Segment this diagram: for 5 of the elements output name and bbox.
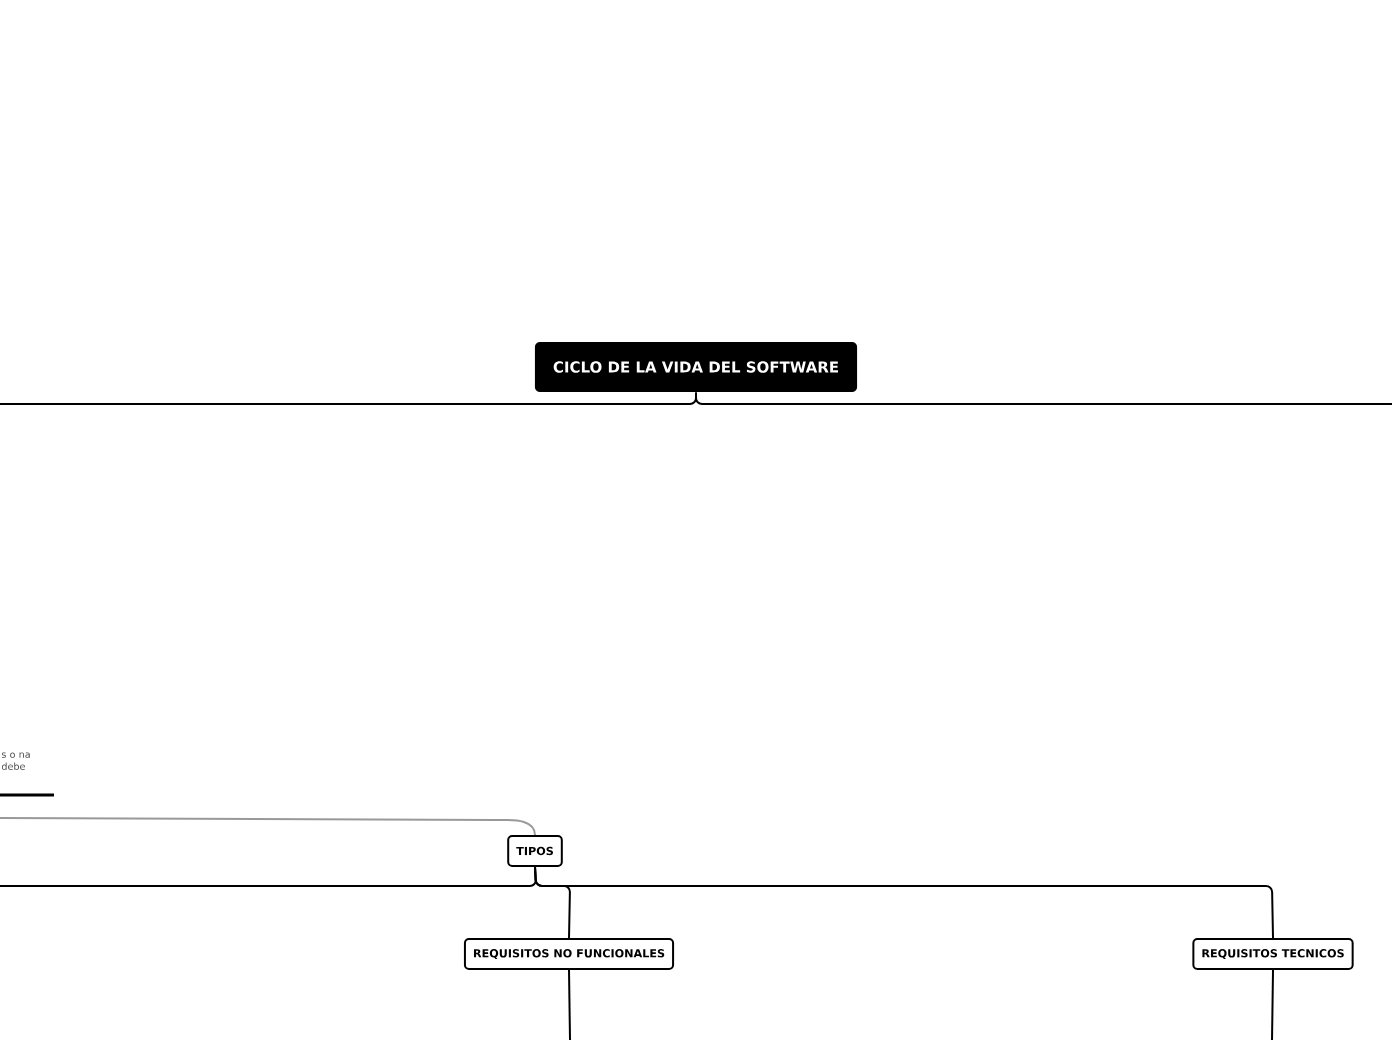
connector-line (534, 866, 1274, 939)
connector-line (0, 817, 536, 836)
connector-line (1271, 969, 1274, 1040)
connector-line (568, 969, 571, 1040)
connector-line (695, 391, 1392, 405)
